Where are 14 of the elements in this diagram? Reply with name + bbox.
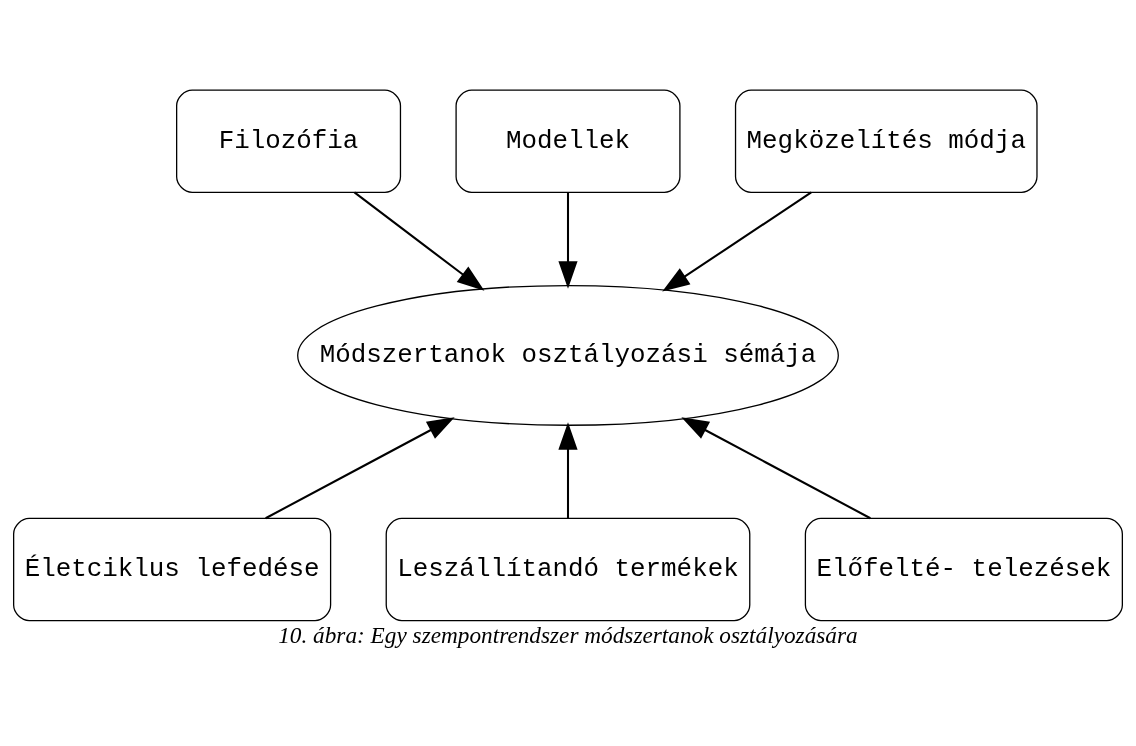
arrow [558,192,578,289]
arrow [558,421,578,518]
arrow [681,416,871,519]
arrow [265,416,455,519]
node-box: Modellek [455,89,681,193]
caption: 10. ábra: Egy szempontrendszer módszertanok osztályozására [278,621,858,648]
node-box: Életciklus lefedése [13,517,332,621]
node-box: Leszállítandó termékek [385,517,751,621]
arrow [353,191,485,291]
node-box: Előfelté- telezések [804,517,1123,621]
node-box: Filozófia [176,89,402,193]
node-ellipse: Módszertanok osztályozási sémája [297,284,839,426]
node-box: Megközelítés módja [734,89,1038,193]
arrow [662,191,812,291]
